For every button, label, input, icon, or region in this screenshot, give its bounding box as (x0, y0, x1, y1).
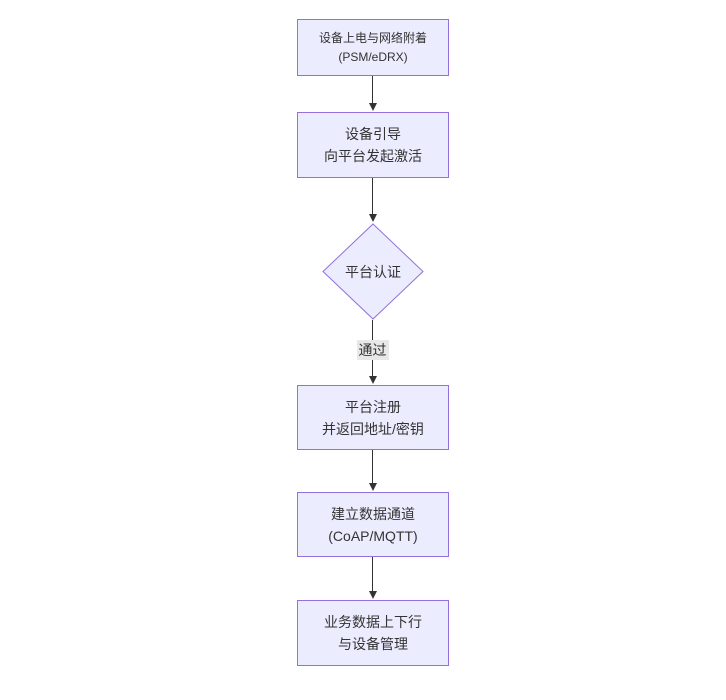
arrow-line (372, 76, 373, 103)
arrowhead-icon (368, 591, 377, 599)
edge-register-to-channel (368, 450, 377, 491)
arrow-line (372, 178, 373, 214)
arrowhead-icon (368, 483, 377, 491)
node-label-line: 业务数据上下行 (324, 614, 422, 630)
node-label-line: 建立数据通道 (331, 505, 415, 522)
node-label-line: 设备上电与网络附着 (318, 30, 427, 45)
node-label-line: 平台认证 (345, 263, 401, 280)
edge-channel-to-business (368, 557, 377, 599)
edge-power-to-bootstrap (368, 76, 377, 111)
node-label-line: 并返回地址/密钥 (322, 420, 424, 437)
node-label-line: (PSM/eDRX) (338, 49, 408, 64)
node-label-line: 向平台发起激活 (324, 148, 422, 164)
diamond-shape (322, 223, 424, 320)
node-register: 平台注册 并返回地址/密钥 (297, 385, 449, 450)
node-business-data: 业务数据上下行 与设备管理 (297, 600, 449, 666)
edge-label-pass: 通过 (356, 340, 389, 360)
edge-auth-to-register: 通过 (356, 320, 389, 384)
node-label-line: 与设备管理 (338, 636, 408, 652)
edge-bootstrap-to-auth (368, 178, 377, 222)
arrowhead-icon (368, 214, 377, 222)
arrowhead-icon (368, 103, 377, 111)
arrow-line (372, 557, 373, 591)
node-power-attach: 设备上电与网络附着 (PSM/eDRX) (297, 19, 449, 76)
node-label-line: 设备引导 (345, 126, 401, 142)
decision-platform-auth: 平台认证 (322, 223, 424, 320)
node-bootstrap: 设备引导 向平台发起激活 (297, 112, 449, 178)
node-label-line: (CoAP/MQTT) (328, 527, 418, 544)
arrow-line (372, 450, 373, 483)
node-label-line: 平台注册 (345, 398, 401, 415)
arrowhead-icon (368, 376, 377, 384)
node-data-channel: 建立数据通道 (CoAP/MQTT) (297, 492, 449, 557)
